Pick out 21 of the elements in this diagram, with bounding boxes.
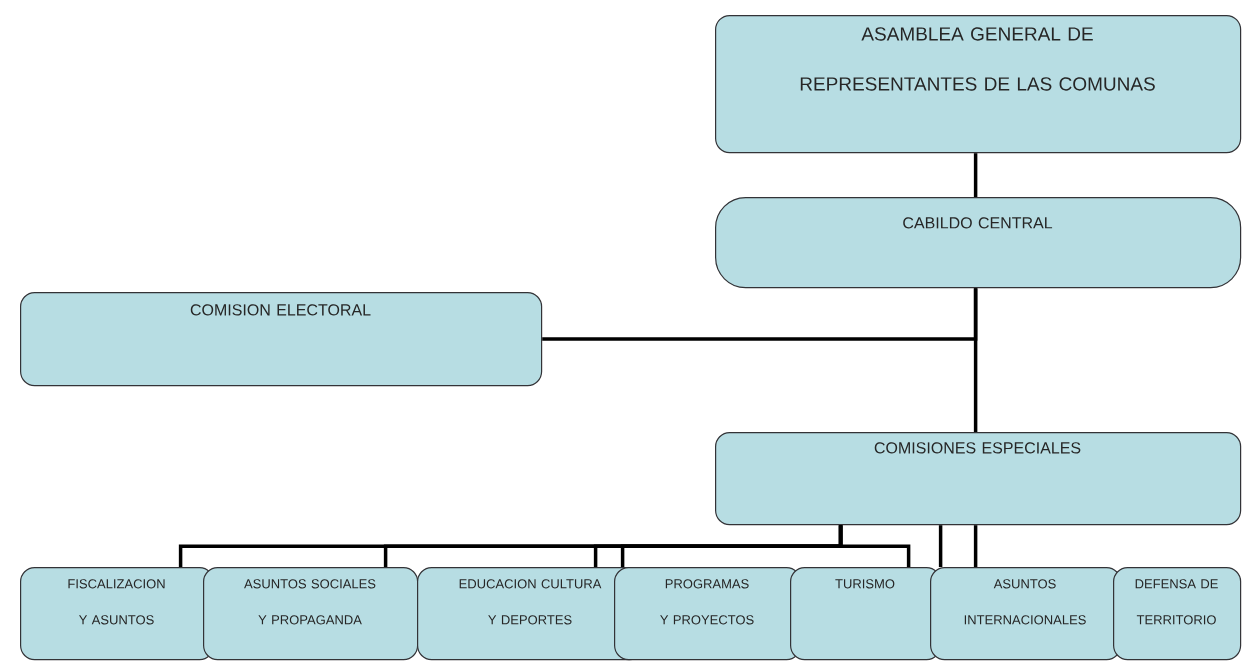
- org-box: ASUNTOS INTERNACIONALES: [930, 567, 1122, 661]
- connector-line: [973, 153, 978, 197]
- connector-line: [938, 525, 943, 567]
- org-box: TURISMO: [790, 567, 942, 661]
- org-box: PROGRAMAS Y PROYECTOS: [614, 567, 802, 661]
- org-box: DEFENSA DE TERRITORIO: [1113, 567, 1242, 661]
- node-label: PROGRAMAS Y PROYECTOS: [660, 579, 754, 625]
- org-box: COMISIONES ESPECIALES: [715, 432, 1242, 526]
- node-label: FISCALIZACION Y ASUNTOS: [68, 579, 165, 625]
- org-box: CABILDO CENTRAL: [715, 197, 1242, 289]
- org-box: ASUNTOS SOCIALES Y PROPAGANDA: [203, 567, 419, 661]
- node-label: ASUNTOS INTERNACIONALES: [964, 579, 1086, 625]
- org-box: ASAMBLEA GENERAL DE REPRESENTANTES DE LAS COMUNAS: [715, 15, 1242, 154]
- org-box: FISCALIZACION Y ASUNTOS: [20, 567, 215, 661]
- connector-line: [973, 525, 978, 567]
- connector-line: [838, 525, 911, 567]
- node-label: EDUCACION CULTURA Y DEPORTES: [459, 579, 602, 625]
- node-label: ASUNTOS SOCIALES Y PROPAGANDA: [244, 579, 376, 625]
- org-box: COMISION ELECTORAL: [20, 292, 543, 387]
- connector-line: [542, 288, 978, 341]
- node-label: TURISMO: [835, 579, 895, 589]
